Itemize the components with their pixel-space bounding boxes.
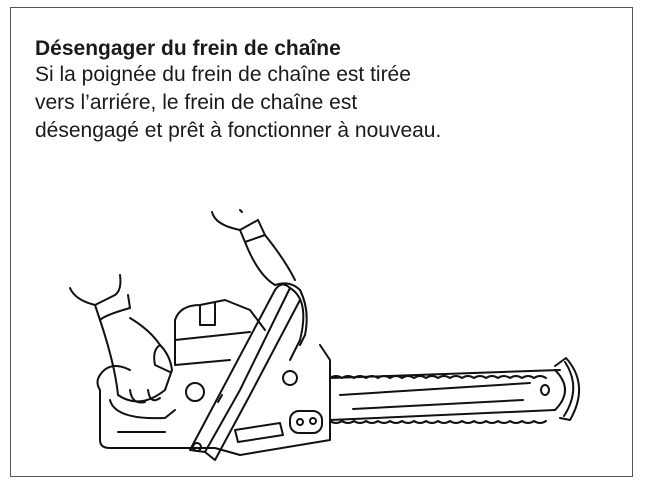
chain-icon	[329, 375, 547, 424]
left-gloved-hand-icon	[69, 274, 173, 404]
body-line-1: Si la poignée du frein de chaîne est tir…	[35, 63, 411, 86]
chainsaw-body-icon	[96, 299, 331, 456]
body-line-3: désengagé et prêt à fonctionner à nouvea…	[35, 119, 442, 142]
instruction-text: Désengager du frein de chaîne Si la poig…	[35, 36, 615, 145]
guide-bar-icon	[329, 357, 581, 421]
right-gloved-hand-icon	[211, 209, 308, 346]
instruction-frame	[10, 7, 633, 477]
body-line-2: vers l’arriére, le frein de chaîne est	[35, 91, 358, 114]
section-title: Désengager du frein de chaîne	[35, 37, 341, 60]
chain-brake-handle-icon	[189, 283, 305, 461]
